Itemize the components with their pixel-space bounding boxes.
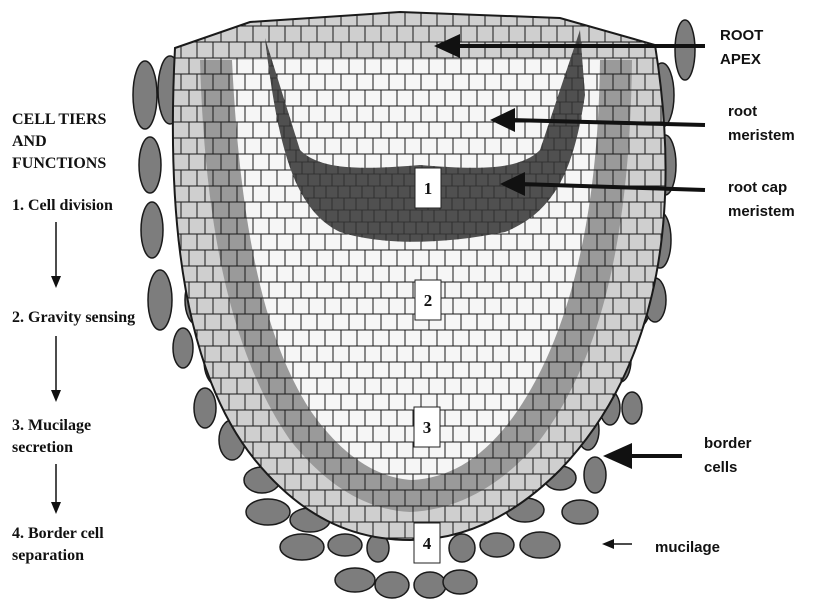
border-cell bbox=[335, 568, 375, 592]
arrowhead-icon bbox=[602, 539, 614, 549]
label-border-cells-line2: cells bbox=[704, 459, 737, 476]
callout-mucilage: mucilage bbox=[602, 539, 720, 556]
tier-1-marker: 1 bbox=[415, 168, 441, 208]
tier-step-1: 1. Cell division bbox=[12, 197, 113, 214]
border-cell bbox=[141, 202, 163, 258]
tier-4-marker: 4 bbox=[414, 523, 440, 563]
tier-1-number: 1 bbox=[424, 179, 433, 198]
tiers-heading-line1: CELL TIERS bbox=[12, 111, 107, 128]
down-arrow-icon bbox=[51, 336, 61, 402]
label-root-meristem-line2: meristem bbox=[728, 127, 795, 144]
label-border-cells-line1: border bbox=[704, 435, 752, 452]
border-cell bbox=[173, 328, 193, 368]
tiers-heading-line3: FUNCTIONS bbox=[12, 155, 106, 172]
tiers-panel: CELL TIERS AND FUNCTIONS 1. Cell divisio… bbox=[12, 111, 135, 564]
border-cell bbox=[194, 388, 216, 428]
callout-border-cells: border cells bbox=[603, 435, 752, 476]
border-cell bbox=[328, 534, 362, 556]
border-cell bbox=[584, 457, 606, 493]
border-cell bbox=[449, 534, 475, 562]
label-root-cap-meristem-line2: meristem bbox=[728, 203, 795, 220]
label-root-cap-meristem-line1: root cap bbox=[728, 179, 787, 196]
label-mucilage: mucilage bbox=[655, 539, 720, 556]
border-cell bbox=[246, 499, 290, 525]
border-cell bbox=[414, 572, 446, 598]
down-arrow-icon bbox=[51, 222, 61, 288]
border-cell bbox=[148, 270, 172, 330]
tier-step-4-line1: 4. Border cell bbox=[12, 525, 104, 542]
tiers-heading-line2: AND bbox=[12, 133, 47, 150]
border-cell bbox=[520, 532, 560, 558]
arrowhead-icon bbox=[603, 443, 632, 469]
tier-step-4-line2: separation bbox=[12, 547, 84, 564]
border-cell bbox=[280, 534, 324, 560]
border-cell bbox=[133, 61, 157, 129]
border-cell bbox=[443, 570, 477, 594]
label-root-meristem-line1: root bbox=[728, 103, 757, 120]
tier-3-number: 3 bbox=[423, 418, 432, 437]
label-root-apex-line1: ROOT bbox=[720, 27, 763, 44]
tier-step-2: 2. Gravity sensing bbox=[12, 309, 135, 326]
label-root-apex-line2: APEX bbox=[720, 51, 761, 68]
border-cell bbox=[480, 533, 514, 557]
down-arrow-icon bbox=[51, 464, 61, 514]
tier-2-marker: 2 bbox=[415, 280, 441, 320]
tier-step-3-line1: 3. Mucilage bbox=[12, 417, 91, 434]
tier-step-3-line2: secretion bbox=[12, 439, 73, 456]
border-cell bbox=[562, 500, 598, 524]
border-cell bbox=[375, 572, 409, 598]
tier-2-number: 2 bbox=[424, 291, 433, 310]
border-cell bbox=[622, 392, 642, 424]
tier-4-number: 4 bbox=[423, 534, 432, 553]
border-cell bbox=[139, 137, 161, 193]
border-cell bbox=[675, 20, 695, 80]
tier-3-marker: 3 bbox=[414, 407, 440, 447]
